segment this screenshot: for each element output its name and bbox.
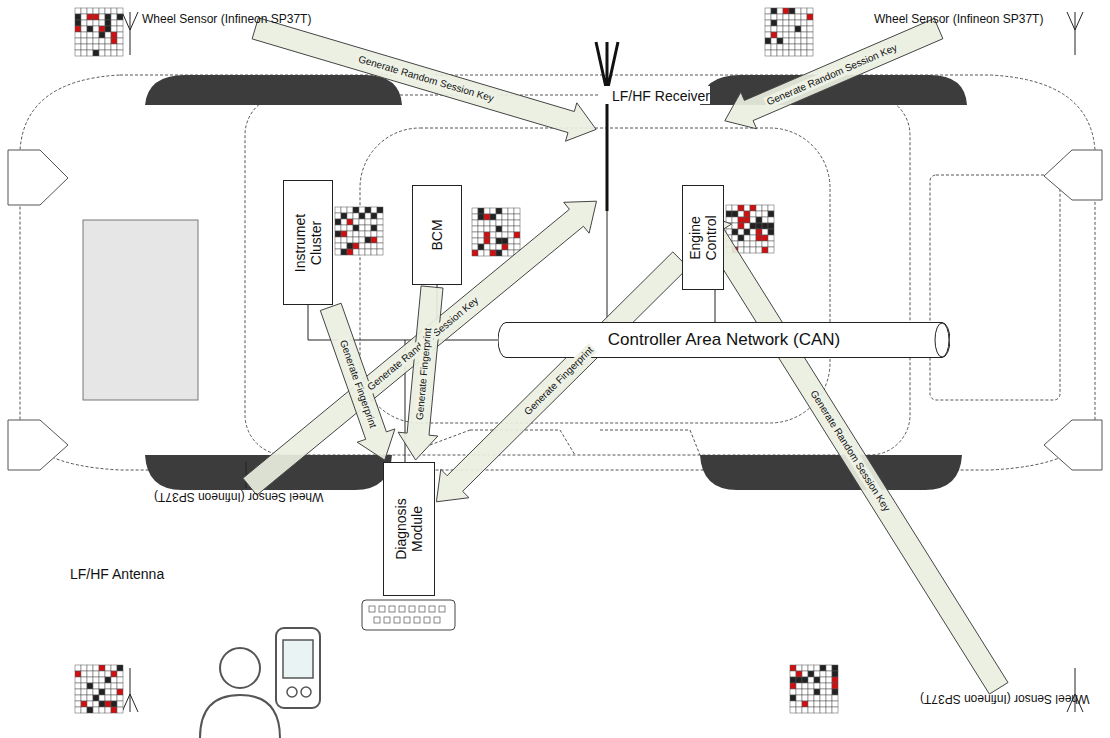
node-label: LF/HF Receiver [598, 86, 710, 104]
bus-label: Controller Area Network (CAN) [608, 330, 840, 350]
sensor-label: Wheel Sensor (Infineon SP37T) [918, 690, 1091, 706]
sensor-name: Wheel Sensor (Infineon SP37T) [152, 488, 325, 504]
node-label: BCM [429, 195, 445, 275]
ecu-box: Instrumet Cluster [283, 180, 333, 305]
block-arrow [252, 18, 596, 141]
edge-label: Generate Random Session Key [806, 386, 893, 515]
can-bus: Controller Area Network (CAN) [498, 322, 950, 358]
diagnosis-box: Diagnosis Module [383, 462, 435, 596]
sensor-name: Wheel Sensor (Infineon SP37T) [918, 690, 1091, 706]
sensor-name: Wheel Sensor (Infineon SP37T) [140, 12, 313, 28]
ecu-box: BCM [412, 185, 462, 285]
node-label: Diagnosis Module [393, 479, 425, 579]
block-arrow [698, 213, 1008, 694]
block-arrow [398, 286, 443, 460]
sensor-name: Wheel Sensor (Infineon SP37T) [872, 12, 1045, 28]
node-label: Engine Control [687, 198, 719, 278]
block-arrow [725, 19, 943, 129]
antenna-label: LF/HF Antenna [70, 566, 164, 582]
node-label: Instrumet Cluster [292, 198, 324, 288]
sensor-label: Wheel Sensor (Infineon SP37T) [140, 12, 313, 28]
sensor-label: Wheel Sensor (Infineon SP37T) [872, 12, 1045, 28]
sensor-label: Wheel Sensor (Infineon SP37T) [152, 488, 325, 504]
block-arrow [436, 252, 688, 502]
ecu-box: Engine Control [682, 185, 724, 290]
